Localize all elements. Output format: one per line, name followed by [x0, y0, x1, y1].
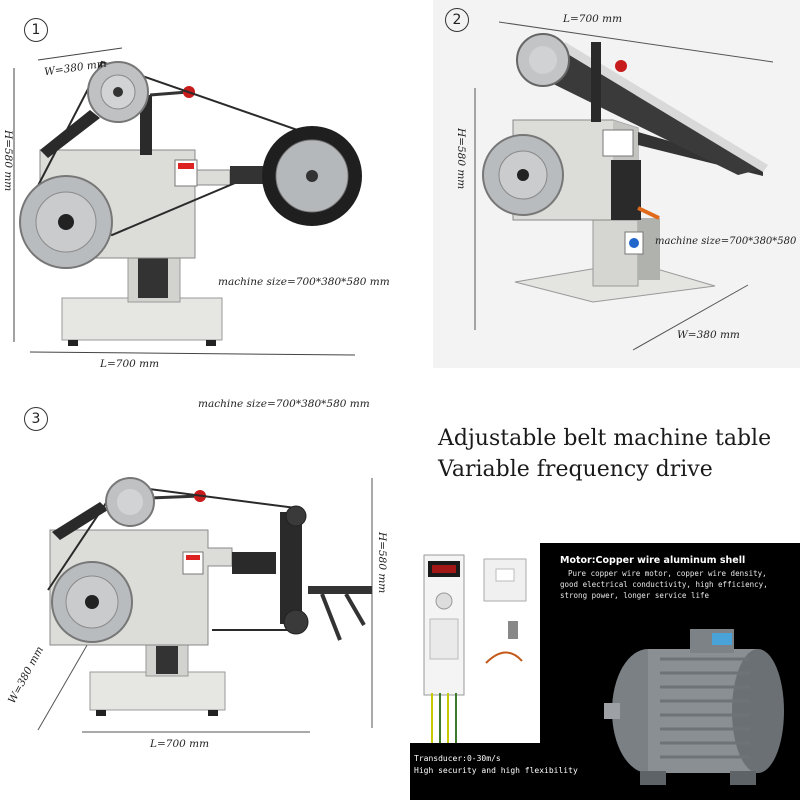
feature-line-2: Variable frequency drive: [438, 457, 713, 482]
length-label-1: L=700 mm: [100, 358, 160, 370]
width-label-2: W=380 mm: [677, 329, 740, 341]
size-label-1: machine size=700*380*580 mm: [218, 276, 390, 288]
size-label-3: machine size=700*380*580 mm: [198, 398, 370, 410]
motor-desc-line-3: strong power, longer service life: [560, 591, 710, 600]
panel-number-3: 3: [24, 407, 48, 431]
machine-illustration-2: [474, 21, 774, 351]
length-label-3: L=700 mm: [150, 738, 210, 750]
height-label-3: H=580 mm: [376, 532, 388, 594]
feature-line-1: Adjustable belt machine table: [438, 426, 772, 451]
height-label-2: H=580 mm: [455, 128, 467, 190]
machine-illustration-3: [37, 477, 373, 733]
inverter-icon: [423, 554, 527, 743]
panel-2: 2 L=700 mm H=580 mm machine size=700*380…: [433, 0, 800, 368]
motor-icon: [604, 629, 784, 785]
panel-number-2: 2: [445, 8, 469, 32]
motor-desc-line-1: Pure copper wire motor, copper wire dens…: [568, 569, 767, 578]
motor-desc-line-2: good electrical conductivity, high effic…: [560, 580, 768, 589]
transducer-line-1: Transducer:0-30m/s: [414, 754, 501, 763]
transducer-caption: Transducer:0-30m/s High security and hig…: [410, 743, 578, 800]
motor-title: Motor:Copper wire aluminum shell: [560, 555, 746, 566]
machine-illustration-1: [13, 47, 362, 356]
length-label-2: L=700 mm: [563, 13, 623, 25]
transducer-line-2: High security and high flexibility: [414, 766, 578, 775]
motor-info-panel: Motor:Copper wire aluminum shell Pure co…: [410, 543, 800, 800]
height-label-1: H=580 mm: [2, 130, 14, 192]
panel-number-1: 1: [24, 18, 48, 42]
size-label-2: machine size=700*380*580 mm: [655, 236, 800, 247]
